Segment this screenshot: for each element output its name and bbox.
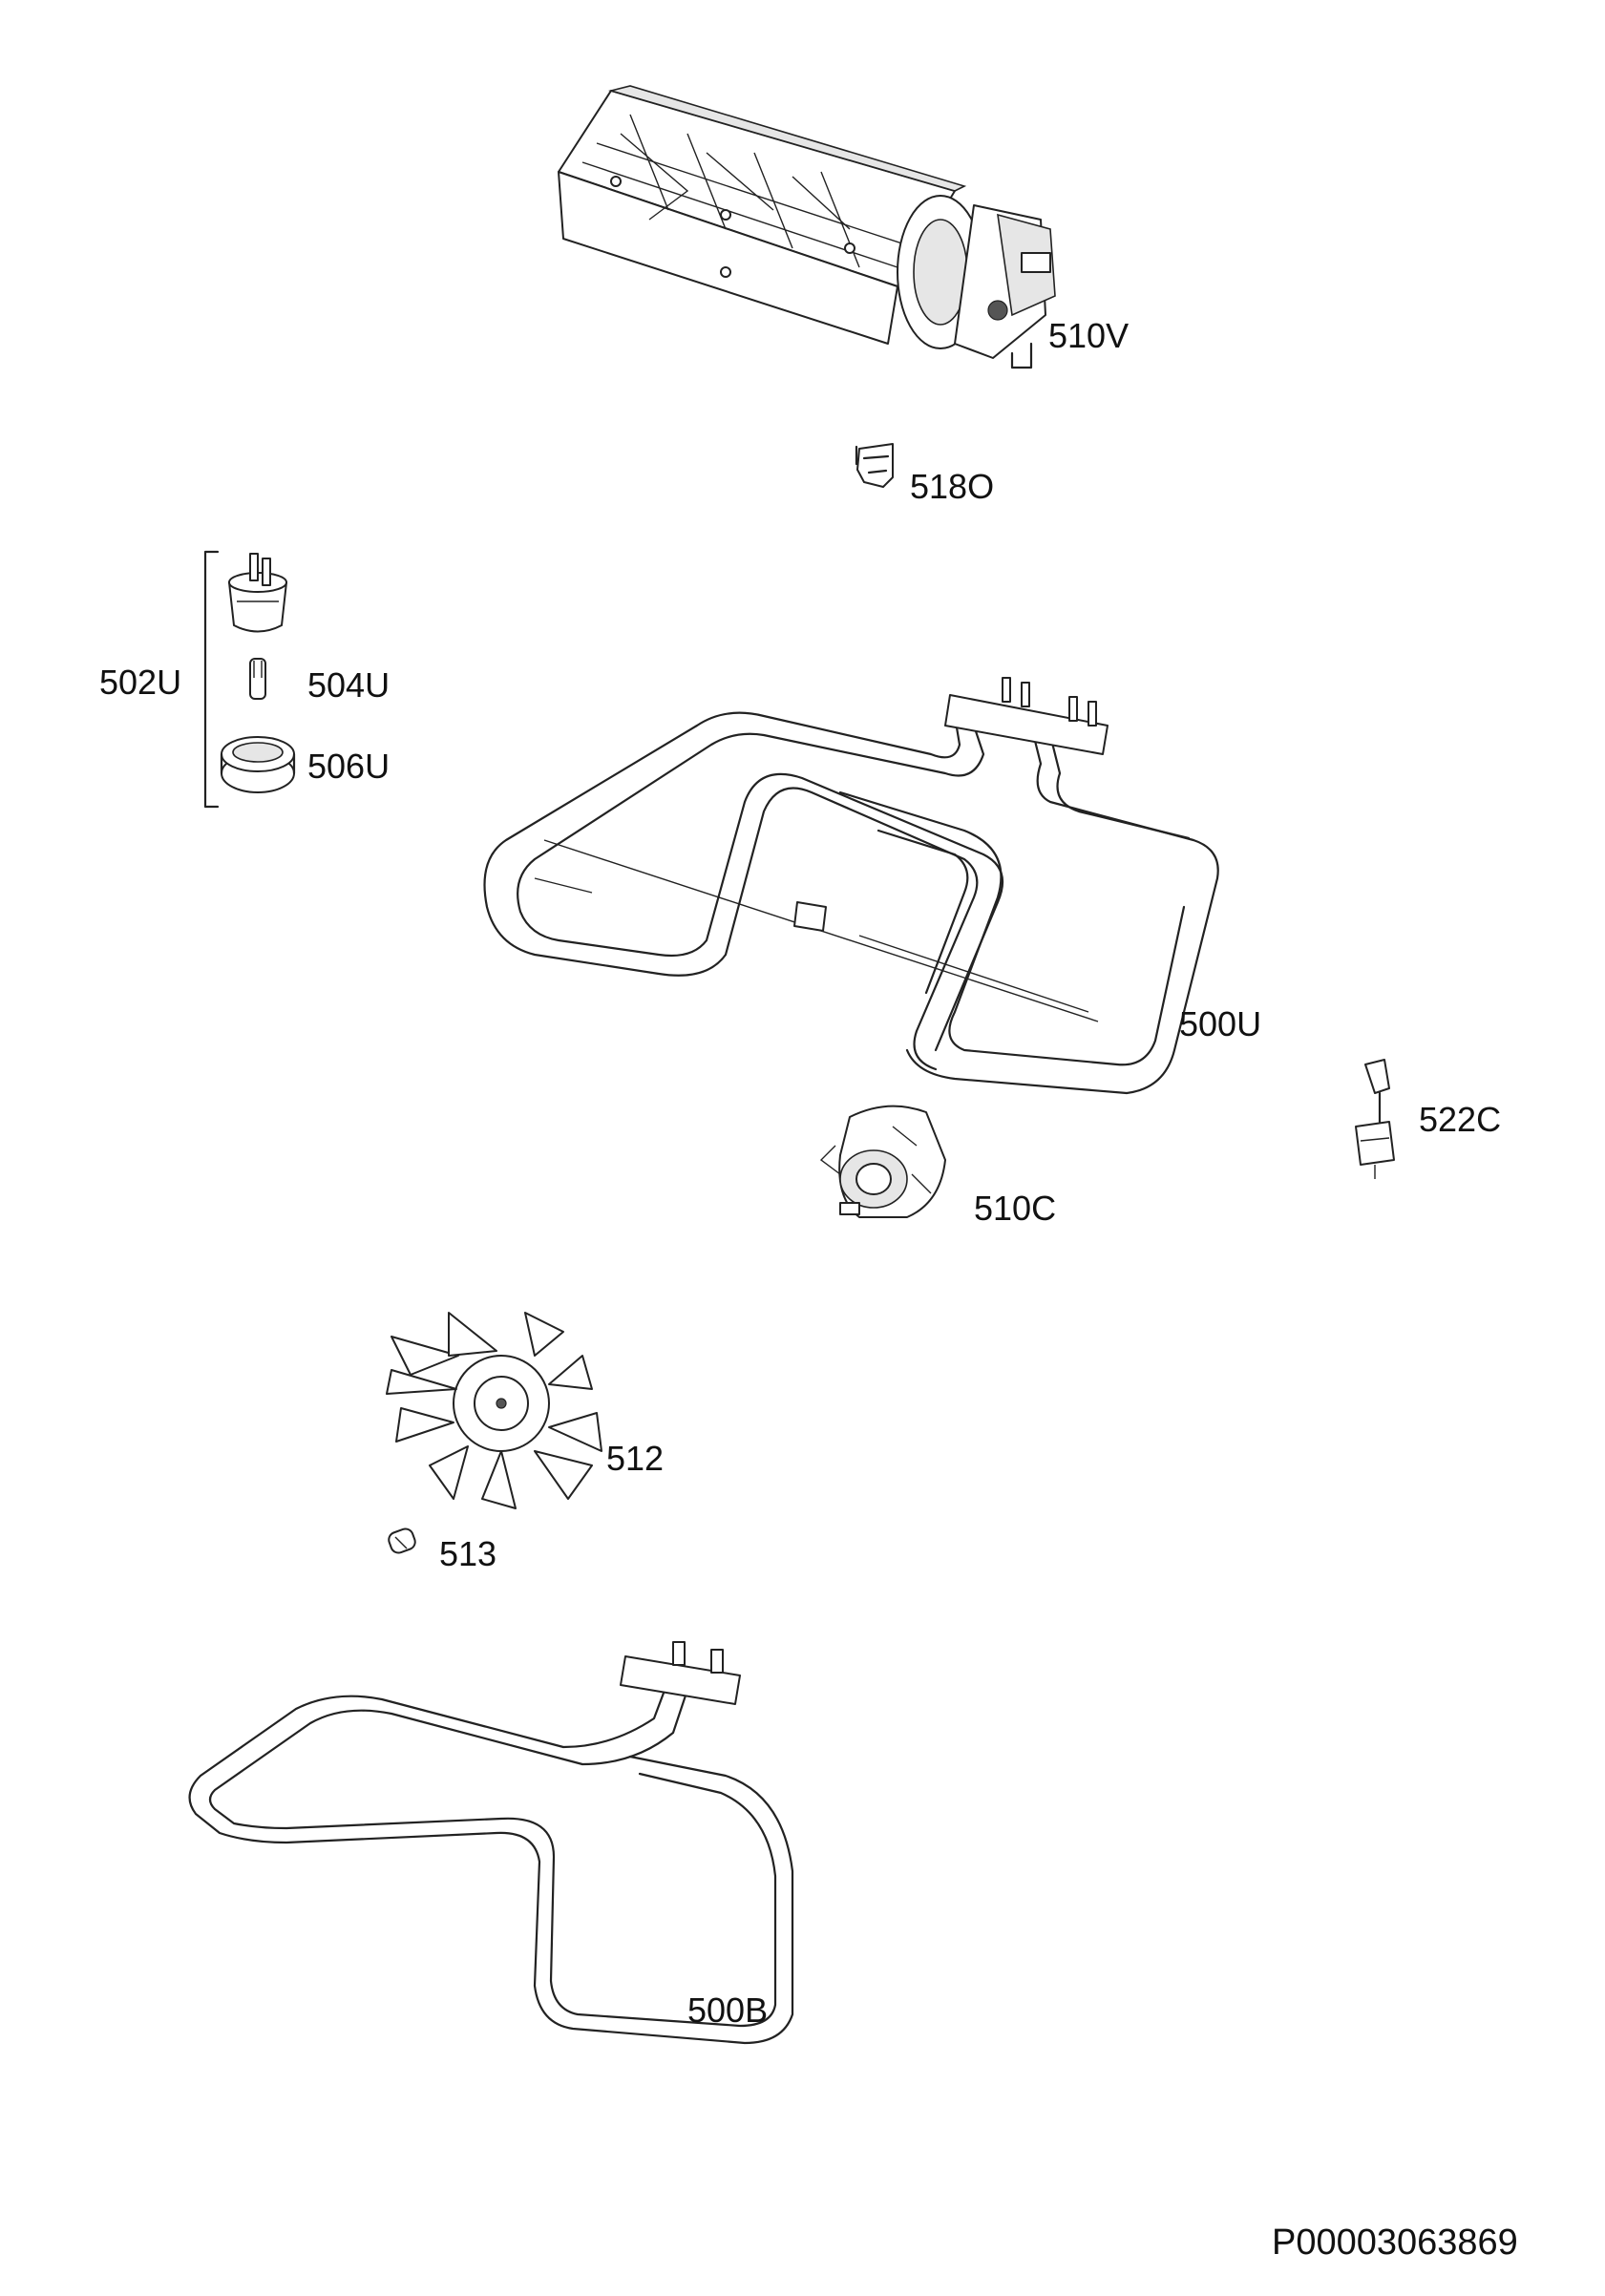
fan-blade-icon [386, 1312, 602, 1509]
part-label-510c: 510C [974, 1189, 1057, 1228]
part-label-504u: 504U [307, 665, 391, 705]
upper-heating-element-icon [483, 677, 1219, 1095]
fan-motor-icon [819, 1105, 946, 1218]
part-label-512: 512 [606, 1439, 665, 1478]
lamp-cover-icon [220, 736, 296, 793]
part-label-502u: 502U [99, 663, 182, 702]
clip-icon [855, 443, 894, 488]
tangential-fan-icon [558, 85, 1056, 369]
lamp-bulb-icon [249, 658, 266, 700]
document-code: P00003063869 [1272, 2222, 1518, 2263]
lamp-assembly-bracket [203, 550, 220, 809]
part-label-522c: 522C [1419, 1100, 1502, 1139]
lower-heating-element-icon [188, 1641, 794, 2045]
nut-icon [388, 1527, 416, 1554]
lamp-holder-icon [228, 553, 287, 633]
part-label-500b: 500B [687, 1991, 769, 2030]
part-label-513: 513 [439, 1534, 497, 1573]
part-label-518o: 518O [910, 467, 995, 506]
thermal-cutout-icon [1355, 1059, 1395, 1179]
part-label-500u: 500U [1179, 1004, 1262, 1043]
part-label-506u: 506U [307, 747, 391, 786]
part-label-510v: 510V [1048, 316, 1130, 355]
